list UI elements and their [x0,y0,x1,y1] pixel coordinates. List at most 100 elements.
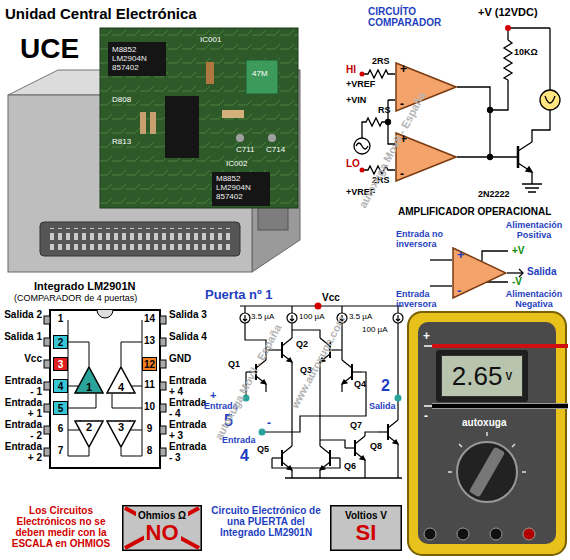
pin-number-outline [54,336,68,349]
comparator-circuit [518,142,532,151]
pin-name: 2 [380,377,391,395]
pin-number: 7 [53,445,68,456]
node-text: Ohmios Ω [136,510,188,521]
test-probe [424,405,432,407]
comparator-gate-schematic [292,444,398,478]
circuit-board-photo [165,96,199,158]
pin-number: 2 [53,335,68,349]
node-text: 4 [58,381,64,392]
gate-symbol: 1 [74,366,104,394]
node-text: 4 [118,381,124,393]
chip-pin [160,360,166,368]
comparator-gate-schematic [240,303,403,479]
chip-pin [160,382,166,390]
op-amp-wiring [507,272,523,273]
page-title: Unidad Central Electrónica [5,6,197,23]
comparator-gate-schematic [395,395,402,402]
pcb-marking: R813 [112,138,131,147]
node-text: 2 [58,337,64,348]
pcb-marking: M8852 [216,175,240,184]
pin-name: Entrada - 3 [169,441,209,463]
ecu-housing [40,222,240,256]
node-text: - [457,284,461,298]
current-value: 100 µA [299,313,325,322]
circuit-board-photo [150,112,156,134]
multimeter [457,528,469,540]
circuit-board-photo [206,62,214,84]
pin-number-outline [54,358,68,371]
chip-pin [160,338,166,346]
circuit-board-photo [212,172,270,206]
comparator-gate-schematic [378,420,398,444]
circuit-board-photo [222,110,244,118]
signal-name: +VREF [346,80,375,90]
node-text: 12 [144,359,155,370]
pin-number: 8 [142,445,157,456]
chip-pin [44,426,50,434]
multimeter [408,312,566,555]
signal-name: 2RS [372,57,390,67]
pin-description: Alimentación Positiva [500,221,568,241]
signal-name: HI [346,64,356,75]
pin-name: Salida 2 [2,309,42,320]
multimeter [490,528,502,540]
node-text: 3 [58,359,64,370]
comparator-symbol-outline [396,133,456,181]
comparator-circuit [504,40,512,80]
pcb-marking: IC002 [226,160,247,169]
pin-number: 9 [142,423,157,434]
comparator-circuit [356,143,368,149]
comparator-circuit [490,80,508,110]
multimeter [523,528,535,540]
chip-body [50,310,160,468]
pcb-marking: IC001 [200,36,221,45]
pin-name: Salida 3 [169,309,209,320]
signal-name: +V (12VDC) [478,6,538,18]
chip-pin [160,404,166,412]
comparator-circuit [517,146,520,168]
pin-number: 11 [142,379,157,390]
pin-number: 13 [142,335,157,346]
comparator-gate-schematic [345,436,365,460]
pin-name: Vcc [2,353,42,364]
pin-number: 14 [142,313,157,324]
comparator-circuit [457,87,490,157]
node-text: 5 [58,403,64,414]
pcb-marking: C714 [266,146,285,155]
probe-sign: + [423,330,430,343]
transistor-name: Q7 [350,421,362,431]
pin-name: Entrada + 1 [2,397,42,419]
comparator-gate-schematic [292,323,320,338]
pin-description: Salida [527,266,556,277]
comparator-circuit [488,108,493,113]
comparator-gate-schematic [320,440,345,448]
op-amp-wiring [430,259,452,260]
chip-pin [44,448,50,456]
chip-pin [44,338,50,346]
chip-internal-wire [68,320,142,456]
comparator-circuit [364,70,395,78]
pin-name: 4 [240,447,249,465]
meter-display-outline [442,356,523,397]
pin-name: GND [169,353,209,364]
ecu-housing [46,228,234,250]
comparator-circuit [540,90,560,110]
pcb-marking: C711 [236,146,255,155]
pin-name: Entrada - 4 [169,397,209,419]
heading-acronym: UCE [20,34,79,65]
chip-title: (COMPARADOR de 4 puertas) [14,294,137,304]
transistor-name: Q6 [344,462,356,472]
signal-name: 10KΩ [514,48,538,58]
comparator-gate-schematic [285,477,402,479]
scale-box: Ohmios ΩNO [122,505,202,551]
comparator-symbol-outline [396,63,456,111]
gate-symbol: 3 [106,420,136,448]
signal-name: Vcc [322,292,340,303]
pcb-marking: D808 [112,96,131,105]
schematic-title: AMPLIFICADOR OPERACIONAL [398,206,551,217]
node-text: NO [144,521,181,545]
signal-name: RS [378,106,391,116]
cross-mark [125,508,199,548]
signal-name: +VIN [346,96,366,106]
node-text: - [400,98,404,111]
